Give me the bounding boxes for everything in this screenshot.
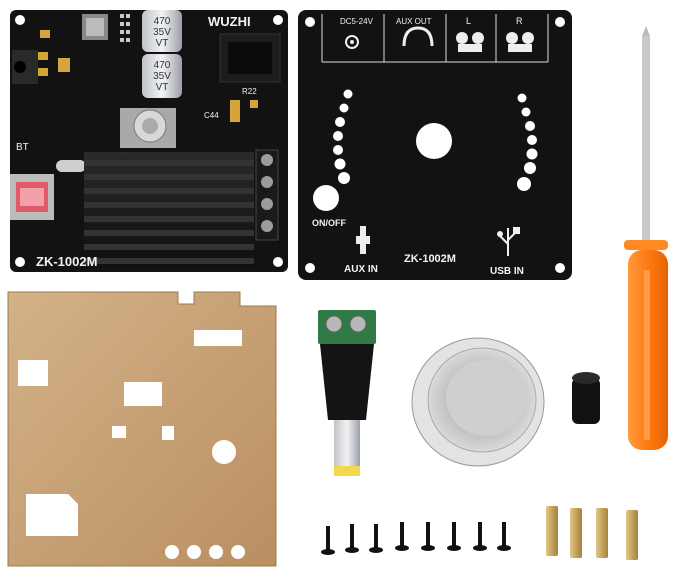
dc-label: DC5-24V: [340, 17, 374, 26]
amplifier-pcb: 470 35V VT 470 35V VT WUZHI BT: [10, 10, 288, 272]
cap-top-line2: 35V: [153, 27, 171, 38]
capacitor-bottom: 470 35V VT: [142, 54, 182, 98]
front-panel: DC5-24V AUX OUT L R: [298, 10, 572, 280]
aux-out-icon: AUX OUT: [396, 17, 434, 47]
silk-c44: C44: [204, 111, 219, 120]
brass-standoffs: [546, 506, 638, 560]
cap-bottom-line1: 470: [154, 60, 171, 71]
onoff-label: ON/OFF: [312, 218, 346, 228]
right-label: R: [516, 16, 523, 26]
usb-port: [10, 174, 54, 220]
rubber-sleeve: [572, 372, 600, 424]
aux-out-label: AUX OUT: [396, 17, 432, 26]
heatsink: [84, 152, 254, 268]
aux-in-label: AUX IN: [344, 264, 378, 275]
usb-in-label: USB IN: [490, 266, 524, 277]
volume-potentiometer: [120, 108, 176, 148]
aux-in-icon: [356, 226, 370, 254]
usb-icon: [497, 227, 520, 256]
screwdriver: [624, 26, 668, 450]
capacitor-top: 470 35V VT: [142, 10, 182, 52]
left-speaker-icon: L: [456, 16, 484, 52]
panel-model-label: ZK-1002M: [404, 253, 456, 265]
pcb-model: ZK-1002M: [36, 254, 97, 269]
silk-r22: R22: [242, 87, 257, 96]
dc-power-icon: DC5-24V: [340, 17, 374, 49]
left-label: L: [466, 16, 471, 26]
knob-hole: [416, 123, 452, 159]
volume-knob: [411, 337, 545, 467]
screws: [321, 522, 511, 555]
acrylic-plate: [7, 291, 277, 567]
cap-bottom-line2: 35V: [153, 71, 171, 82]
dc-jack-adapter: [318, 310, 376, 476]
pcb-bt-label: BT: [16, 142, 29, 153]
speaker-terminal: [255, 149, 279, 241]
right-speaker-icon: R: [506, 16, 534, 52]
cap-bottom-line3: VT: [156, 82, 169, 93]
cap-top-line3: VT: [156, 38, 169, 49]
cap-top-line1: 470: [154, 16, 171, 27]
led-ring-left: [333, 89, 353, 184]
onoff-hole: [313, 185, 339, 211]
led-ring-right: [517, 93, 538, 191]
pcb-brand: WUZHI: [208, 14, 251, 29]
